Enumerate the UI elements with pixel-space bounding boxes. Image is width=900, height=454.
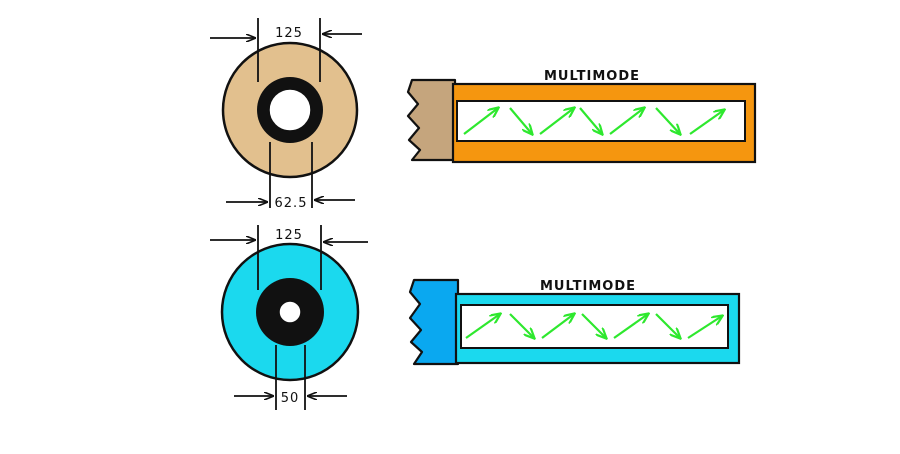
connector-block [406, 78, 457, 162]
diagonal-arrow-icon [609, 108, 644, 135]
diagonal-arrow-icon [539, 108, 574, 135]
light-rays [465, 313, 722, 339]
cladding-diameter-label: 125 [275, 228, 303, 243]
fiber-core-channel [456, 100, 746, 142]
diagonal-arrow-icon [509, 107, 532, 134]
light-rays [463, 107, 724, 135]
diagonal-arrow-icon [579, 107, 602, 134]
core-diameter-label: 50 [281, 391, 300, 406]
diagonal-arrow-icon [655, 313, 680, 338]
fiber-type-label: MULTIMODE [544, 69, 640, 84]
diagonal-arrow-icon [687, 316, 722, 339]
fiber-cross-section-top: 125 62.5 [210, 18, 362, 211]
diagonal-arrow-icon [655, 107, 680, 134]
diagonal-arrow-icon [689, 110, 724, 135]
diagonal-arrow-icon [465, 314, 500, 339]
diagonal-arrow-icon [541, 314, 574, 339]
diagonal-arrow-icon [509, 313, 534, 338]
diagonal-arrow-icon [581, 313, 606, 338]
diagonal-arrow-icon [463, 108, 498, 135]
core-diameter-label: 62.5 [275, 196, 308, 211]
core-circle [278, 300, 302, 324]
fiber-core-channel [460, 304, 729, 349]
core-circle [268, 88, 312, 132]
fiber-type-label: MULTIMODE [540, 279, 636, 294]
fiber-side-view-top: MULTIMODE [406, 69, 757, 164]
connector-block [408, 278, 460, 366]
diagonal-arrow-icon [613, 314, 648, 339]
fiber-side-view-bottom: MULTIMODE [408, 278, 741, 366]
fiber-cross-section-bottom: 125 50 [210, 225, 368, 410]
cladding-diameter-label: 125 [275, 26, 303, 41]
